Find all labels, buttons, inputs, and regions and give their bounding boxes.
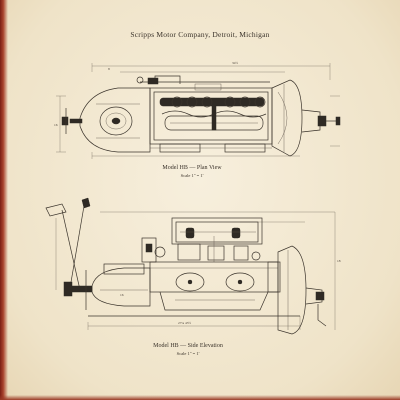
svg-text:8: 8 bbox=[108, 67, 110, 71]
svg-text:34½: 34½ bbox=[232, 61, 239, 65]
plan-view-caption: Model HB — Plan View Scale 1" = 1' bbox=[0, 164, 392, 180]
side-elevation-caption: Model HB — Side Elevation Scale 1" = 1' bbox=[0, 342, 388, 358]
svg-text:16: 16 bbox=[54, 123, 58, 127]
side-elevation-scale: Scale 1" = 1' bbox=[176, 351, 200, 356]
cylinder-group bbox=[171, 96, 266, 108]
svg-text:18: 18 bbox=[337, 259, 341, 263]
svg-text:16: 16 bbox=[120, 293, 124, 297]
document-header: Scripps Motor Company, Detroit, Michigan bbox=[130, 30, 270, 39]
side-elevation-title: Model HB — Side Elevation bbox=[153, 343, 223, 349]
plan-view-scale: Scale 1" = 1' bbox=[180, 173, 204, 178]
paper-edge-bottom bbox=[0, 395, 400, 400]
paper-edge-left bbox=[0, 0, 8, 400]
plan-view-title: Model HB — Plan View bbox=[162, 165, 222, 171]
svg-text:27¼ 43½: 27¼ 43½ bbox=[178, 321, 192, 325]
